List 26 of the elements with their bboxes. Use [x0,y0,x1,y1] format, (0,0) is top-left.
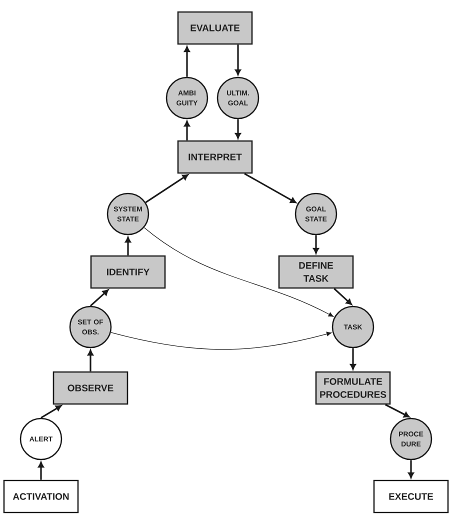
activity-box: EXECUTE [373,480,449,514]
arrow [38,462,44,480]
arrow [235,119,241,139]
arrow [145,174,188,204]
arrow [235,44,241,76]
arrow [408,460,414,478]
activity-box: IDENTIFY [90,255,166,289]
curved-arrow [144,227,334,317]
arrow [90,289,109,306]
arrow [384,404,410,418]
activity-box: DEFINE TASK [278,255,354,289]
curved-arrow [110,332,332,350]
arrow [244,172,296,204]
arrow [350,348,356,370]
arrow [184,46,190,77]
arrow [184,120,190,140]
arrow [88,350,94,372]
activity-box: EVALUATE [177,11,253,45]
arrow [125,236,131,256]
activity-box: INTERPRET [177,140,253,174]
arrow [334,288,352,305]
activity-box: ACTIVATION [3,480,79,514]
activity-box: OBSERVE [52,371,128,405]
arrow [313,235,319,254]
arrow [40,405,62,419]
activity-box: FORMULATE PROCEDURES [315,371,391,405]
